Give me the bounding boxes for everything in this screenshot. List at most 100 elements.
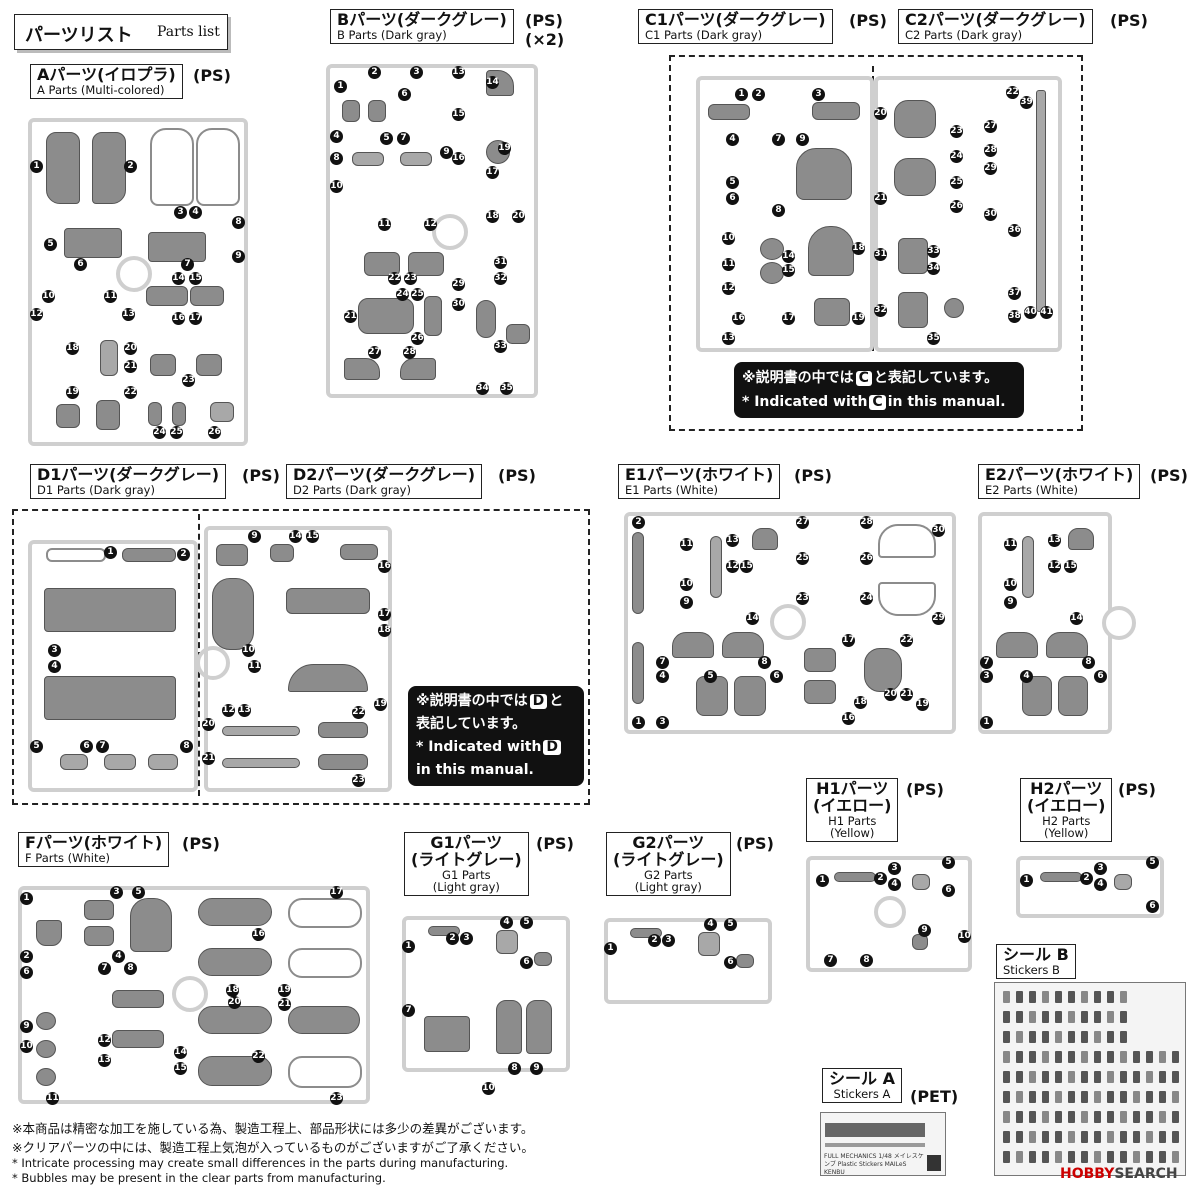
section-b-title: Bパーツ(ダークグレー) <box>337 10 507 29</box>
runner-f-number: 17 <box>330 886 343 899</box>
section-c2-header: C2パーツ(ダークグレー) C2 Parts (Dark gray) <box>898 9 1093 44</box>
runner-e1-part <box>752 528 778 550</box>
runner-h1-part <box>834 872 876 882</box>
sticker-b-cell <box>1172 1111 1179 1123</box>
runner-d1-part <box>104 754 136 770</box>
sticker-b-cell <box>1159 1151 1166 1163</box>
runner-e2-part <box>1046 632 1088 658</box>
runner-d2-part <box>222 726 300 736</box>
section-h1-subtitle: H1 Parts <box>828 813 877 828</box>
runner-e2-number: 14 <box>1070 612 1083 625</box>
runner-f-part <box>36 1068 56 1086</box>
sticker-b-cell <box>1055 1011 1062 1023</box>
sticker-b-cell <box>1159 1091 1166 1103</box>
sticker-b-cell <box>1016 991 1023 1003</box>
runner-a-number: 20 <box>124 342 137 355</box>
runner-f-number: 22 <box>252 1050 265 1063</box>
runner-e2-part <box>1068 528 1094 550</box>
runner-b-number: 26 <box>411 332 424 345</box>
runner-c2-number: 33 <box>927 245 940 258</box>
runner-b-number: 32 <box>494 272 507 285</box>
sticker-b-cell <box>1081 1011 1088 1023</box>
runner-b-number: 27 <box>368 346 381 359</box>
runner-a-part <box>146 286 188 306</box>
runner-g1-number: 4 <box>500 916 513 929</box>
section-h1-title-color: (イエロー) <box>813 795 892 815</box>
runner-b-number: 22 <box>388 272 401 285</box>
runner-c2-number: 22 <box>1006 86 1019 99</box>
footnote-3: * Intricate processing may create small … <box>12 1156 509 1170</box>
sticker-b-cell <box>1068 1091 1075 1103</box>
runner-c2-number: 39 <box>1020 96 1033 109</box>
runner-e1-part <box>804 648 836 672</box>
runner-d1-part <box>46 548 106 562</box>
runner-b-frame <box>326 64 538 398</box>
section-b-subtitle: B Parts (Dark gray) <box>337 27 447 42</box>
runner-g2-number: 2 <box>648 934 661 947</box>
sticker-b-cell <box>1042 1151 1049 1163</box>
runner-g1-number: 10 <box>482 1082 495 1095</box>
section-c2-ps: (PS) <box>1110 11 1148 30</box>
runner-a-part <box>92 132 126 204</box>
sticker-b-cell <box>1146 1111 1153 1123</box>
runner-e1-number: 15 <box>740 560 753 573</box>
runner-e1-number: 16 <box>842 712 855 725</box>
sticker-a-strip <box>825 1123 925 1137</box>
runner-h2-number: 4 <box>1094 878 1107 891</box>
notice-d-en-pre: * Indicated with <box>416 739 542 755</box>
notice-c-en-post: in this manual. <box>887 394 1006 410</box>
runner-e2-part <box>1058 676 1088 716</box>
sticker-b-cell <box>1107 1011 1114 1023</box>
runner-e2-number: 6 <box>1094 670 1107 683</box>
runner-e1-number: 19 <box>916 698 929 711</box>
runner-g2-number: 4 <box>704 918 717 931</box>
sticker-b-cell <box>1003 1131 1010 1143</box>
runner-c1-part <box>808 226 854 276</box>
runner-b-part <box>342 100 360 122</box>
runner-c2-part <box>944 298 964 318</box>
runner-b-number: 18 <box>486 210 499 223</box>
runner-c2-number: 31 <box>874 248 887 261</box>
runner-a-number: 21 <box>124 360 137 373</box>
runner-f-part <box>130 898 172 952</box>
runner-e2-number: 9 <box>1004 596 1017 609</box>
section-d1-header: D1パーツ(ダークグレー) D1 Parts (Dark gray) <box>30 464 227 499</box>
section-h1-header: H1パーツ (イエロー) H1 Parts (Yellow) <box>806 778 899 842</box>
runner-g2-part <box>736 954 754 968</box>
section-b-quantity: (×2) <box>525 30 565 49</box>
section-a-ps: (PS) <box>193 66 231 85</box>
runner-f-number: 18 <box>226 984 239 997</box>
runner-g1-number: 6 <box>520 956 533 969</box>
sticker-a-material: (PET) <box>910 1087 959 1106</box>
sticker-b-cell <box>1133 1131 1140 1143</box>
runner-a-number: 1 <box>30 160 43 173</box>
runner-b-number: 13 <box>452 66 465 79</box>
runner-c2-part <box>1036 90 1046 312</box>
sticker-b-cell <box>1081 1151 1088 1163</box>
runner-f-number: 9 <box>20 1020 33 1033</box>
runner-a-part <box>64 228 122 258</box>
runner-b-number: 16 <box>452 152 465 165</box>
sticker-b-cell <box>1029 1071 1036 1083</box>
runner-a-part <box>56 404 80 428</box>
runner-e1-part <box>632 642 644 704</box>
runner-b-number: 24 <box>396 288 409 301</box>
runner-c2-number: 26 <box>950 200 963 213</box>
runner-b-number: 21 <box>344 310 357 323</box>
sticker-a-sheet: FULL MECHANICS 1/48 メイレスケンブ Plastic Stic… <box>820 1112 946 1176</box>
runner-c2-part <box>894 158 936 196</box>
sticker-b-cell <box>1094 1051 1101 1063</box>
runner-e1-number: 8 <box>758 656 771 669</box>
runner-d1-number: 4 <box>48 660 61 673</box>
sticker-b-cell <box>1042 1011 1049 1023</box>
runner-f-number: 19 <box>278 984 291 997</box>
runner-f-frame <box>18 886 370 1104</box>
runner-c1-part <box>796 148 852 200</box>
runner-b-number: 4 <box>330 130 343 143</box>
sticker-b-cell <box>1042 991 1049 1003</box>
sticker-b-cell <box>1068 1071 1075 1083</box>
runner-b-number: 8 <box>330 152 343 165</box>
sticker-b-cell <box>1016 1131 1023 1143</box>
sticker-a-title: シール A <box>829 1069 895 1088</box>
sticker-b-cell <box>1094 1151 1101 1163</box>
